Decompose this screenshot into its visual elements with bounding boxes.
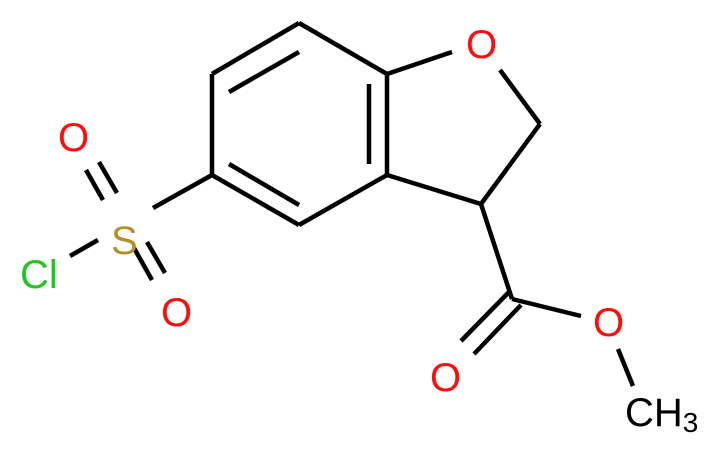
sulfonyl-oxygen-bottom-label: O [161, 291, 192, 335]
sulfur-label: S [111, 219, 138, 263]
methyl-label: CH3 [625, 391, 698, 438]
dihydrofuran-ring [386, 49, 542, 207]
chlorine-label: Cl [20, 253, 58, 297]
methyl-ch-text: CH [625, 391, 683, 435]
methyl-subscript: 3 [683, 407, 699, 438]
sulfonyl-oxygen-top-label: O [58, 116, 89, 160]
benzene-ring [209, 21, 390, 227]
carbonyl-oxygen-label: O [430, 356, 461, 400]
ring-oxygen-label: O [466, 23, 497, 67]
sulfonyl-chloride-group [68, 160, 214, 282]
ester-oxygen-label: O [593, 301, 624, 345]
ester-group [459, 203, 636, 387]
